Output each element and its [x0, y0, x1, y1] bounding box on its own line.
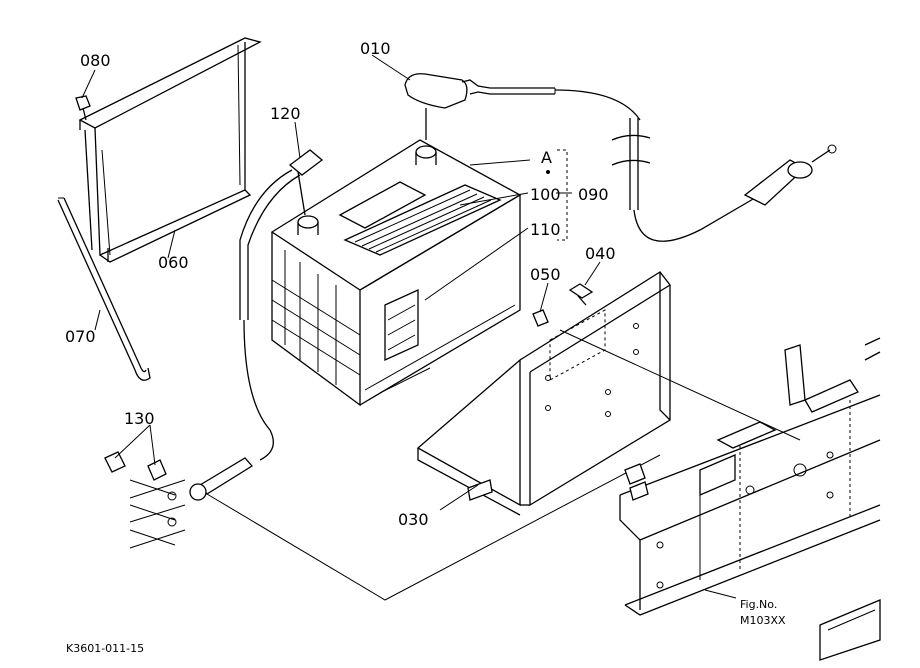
- frame-rails-left: [129, 479, 186, 549]
- positive-cable-010: [404, 73, 837, 242]
- label-050: 050: [530, 265, 561, 284]
- group-bracket-090: [546, 149, 568, 241]
- bolt-040: [568, 283, 594, 306]
- label-120: 120: [270, 104, 301, 123]
- label-080: 080: [80, 51, 111, 70]
- tractor-frame: [619, 337, 881, 661]
- battery-bracket-030: [416, 271, 671, 516]
- label-100: 100: [530, 185, 561, 204]
- label-090: 090: [578, 185, 609, 204]
- negative-cable-120: [189, 149, 324, 501]
- label-060: 060: [158, 253, 189, 272]
- fig-number: M103XX: [740, 614, 786, 627]
- label-040: 040: [585, 244, 616, 263]
- battery: [270, 139, 522, 407]
- bolt-050: [532, 309, 549, 327]
- label-a: A: [541, 148, 552, 167]
- leader-lines: [81, 54, 737, 599]
- label-130: 130: [124, 409, 155, 428]
- bolt-130a: [104, 451, 126, 473]
- guide-line-bottom: [206, 454, 661, 601]
- label-070: 070: [65, 327, 96, 346]
- bolt-130b: [147, 459, 167, 481]
- label-110: 110: [530, 220, 561, 239]
- fig-label: Fig.No.: [740, 598, 777, 611]
- battery-holder-frame: [78, 37, 262, 263]
- drawing-code: K3601-011-15: [66, 642, 144, 655]
- hook-rod-070: [57, 197, 151, 381]
- label-010: 010: [360, 39, 391, 58]
- label-030: 030: [398, 510, 429, 529]
